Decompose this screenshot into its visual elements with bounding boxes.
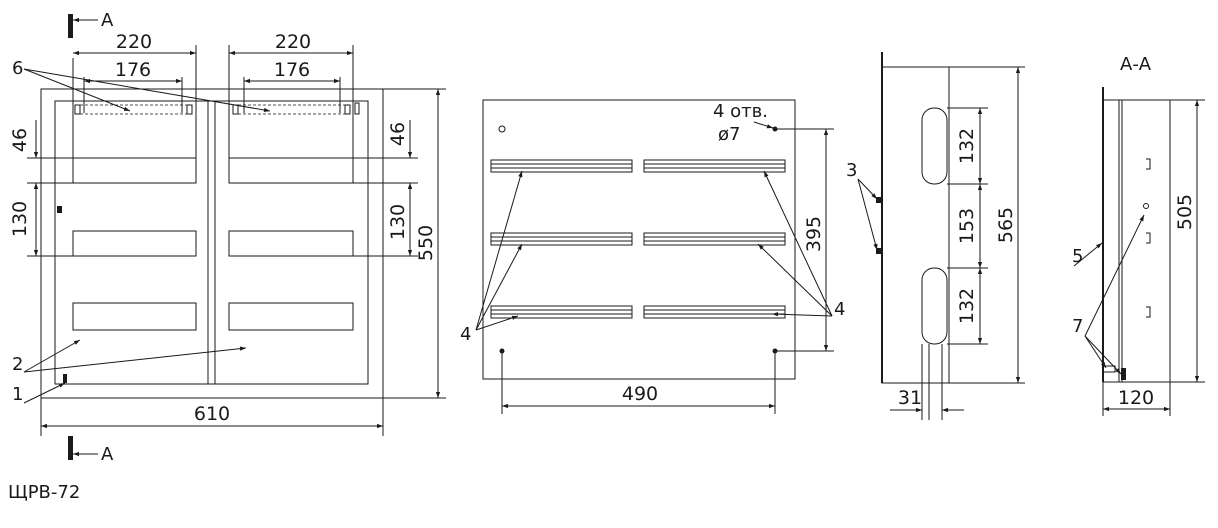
plate-hole — [498, 125, 506, 133]
section-marker-bottom — [68, 436, 73, 460]
module-window — [228, 230, 354, 257]
section-marker-top-label: А — [101, 10, 114, 31]
section-hole — [1143, 203, 1149, 209]
side-view: 3 132 153 132 565 31 — [846, 52, 1025, 420]
din-rail — [490, 159, 786, 319]
bracket — [1146, 158, 1151, 170]
front-view: А А 220 1 — [9, 10, 446, 465]
dim-top-offset-left: 46 — [9, 128, 31, 152]
callout-4-left: 4 — [460, 324, 471, 345]
dim-slot-top: 132 — [956, 128, 978, 164]
dim-hole-spacing-v: 395 — [803, 216, 825, 252]
dim-section-depth: 120 — [1118, 387, 1154, 409]
callout-6: 6 — [12, 58, 23, 79]
dim-row-pitch-left: 130 — [9, 201, 31, 237]
dim-hole-spacing-h: 490 — [622, 383, 658, 405]
din-rail-top-right — [232, 104, 351, 115]
section-body — [1102, 99, 1171, 383]
dim-width-610: 610 — [194, 403, 230, 425]
side-body — [881, 66, 950, 384]
bracket — [1146, 232, 1151, 244]
callout-7: 7 — [1072, 316, 1083, 337]
module-window — [72, 302, 197, 331]
module-window — [228, 157, 354, 184]
dim-top-offset-right: 46 — [387, 122, 409, 146]
section-title: А-А — [1120, 54, 1152, 75]
door-latch — [57, 206, 62, 213]
dim-row-pitch-right: 130 — [387, 204, 409, 240]
callout-5: 5 — [1072, 246, 1083, 267]
callout-3: 3 — [846, 160, 857, 181]
lock-7 — [1121, 368, 1126, 380]
section-marker-top — [68, 14, 73, 38]
callout-2: 2 — [12, 354, 23, 375]
module-window — [228, 302, 354, 331]
lock-1 — [63, 374, 67, 383]
dim-section-height: 505 — [1174, 194, 1196, 230]
fastener-3 — [876, 197, 882, 203]
dim-module-width-right: 220 — [275, 31, 311, 53]
knockout-slot — [921, 267, 948, 345]
dim-side-height: 565 — [995, 207, 1017, 243]
section-view: А-А 5 7 505 120 — [1072, 54, 1205, 416]
mount-plate — [482, 99, 796, 380]
dim-slot-bottom: 132 — [956, 288, 978, 324]
dim-slot-gap: 153 — [956, 208, 978, 244]
fastener-3 — [876, 248, 882, 254]
drawing-caption: ЩРВ-72 — [8, 482, 81, 503]
callout-1: 1 — [12, 384, 23, 405]
dim-module-width-left: 220 — [116, 31, 152, 53]
module-window — [72, 157, 197, 184]
knockout-slot — [921, 107, 948, 185]
module-window — [72, 230, 197, 257]
dim-side-offset: 31 — [898, 387, 922, 409]
front-body — [40, 88, 384, 399]
bracket — [1146, 306, 1151, 318]
hole-diameter: ø7 — [718, 124, 740, 145]
mount-plate-view: 4 отв. ø7 395 490 4 4 — [460, 99, 845, 414]
callout-4-right: 4 — [834, 299, 845, 320]
holes-label: 4 отв. — [713, 101, 768, 122]
section-marker-bottom-label: А — [101, 444, 114, 465]
din-rail-top-left — [74, 104, 193, 115]
dim-rail-span-right: 176 — [274, 59, 310, 81]
dim-rail-span-left: 176 — [115, 59, 151, 81]
lock-7 — [1102, 365, 1116, 373]
dim-height-550: 550 — [415, 225, 437, 261]
